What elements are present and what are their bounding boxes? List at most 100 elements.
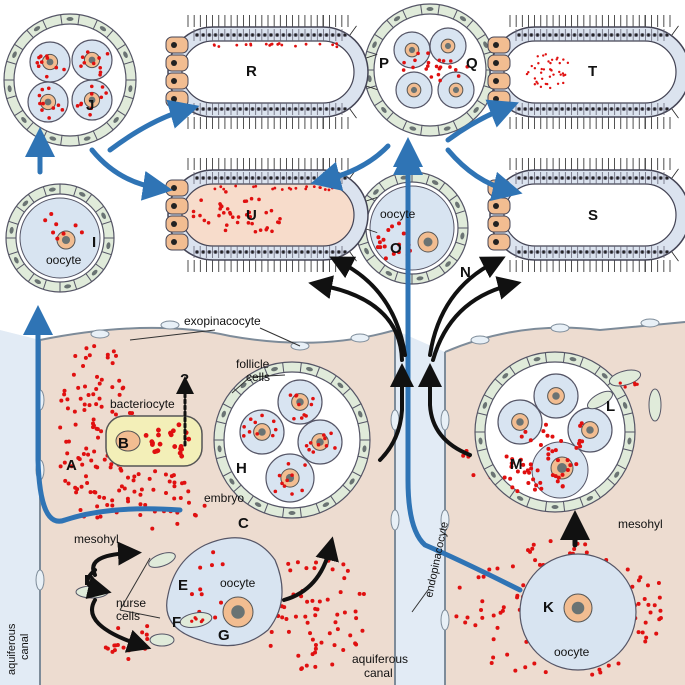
follicle-layer xyxy=(474,351,636,513)
label-aquiferous-left: aquiferous xyxy=(6,623,18,675)
nucleolus xyxy=(586,426,594,434)
cilia xyxy=(187,15,378,129)
label-D: D xyxy=(84,572,95,589)
arrow-to-S2 xyxy=(431,276,522,362)
nucleolus xyxy=(88,96,96,104)
label-M: M xyxy=(510,456,523,473)
label-E: E xyxy=(178,577,188,594)
label-H: H xyxy=(236,460,247,477)
exopinacocyte-cell xyxy=(550,323,570,333)
label-T: T xyxy=(588,63,597,80)
bacteriocyte-B xyxy=(105,415,203,467)
nucleolus xyxy=(258,428,266,436)
bacteria-dots xyxy=(288,393,315,421)
arrow-J-to-U xyxy=(89,147,173,201)
bacteria-dots xyxy=(273,461,307,496)
nucleolus xyxy=(423,237,433,247)
label-bacteriocyte: bacteriocyte xyxy=(110,397,175,411)
nucleolus xyxy=(46,58,54,66)
label-nurse: nurse xyxy=(116,596,146,610)
label-mesohyl-right: mesohyl xyxy=(618,517,663,531)
larvae xyxy=(165,15,685,272)
bacteria-dots xyxy=(191,190,282,234)
exopinacocyte-cell xyxy=(350,333,370,343)
embryo-J xyxy=(3,13,137,147)
embryo-PQ xyxy=(363,3,497,137)
label-J: J xyxy=(86,97,94,114)
nurse-cell xyxy=(149,633,175,647)
exopinacoderm-right xyxy=(444,321,685,353)
embryo-H xyxy=(213,361,371,519)
cilia xyxy=(509,158,679,272)
arrow-D-to-F xyxy=(90,598,152,653)
larva-T xyxy=(487,15,685,129)
larva-R xyxy=(165,15,378,129)
arrow-oocyte-to-embryo xyxy=(282,536,339,602)
bacteria-dots xyxy=(110,469,207,531)
endopinacocyte-cell xyxy=(440,609,450,631)
larva-interior xyxy=(181,183,355,247)
arrow-to-U xyxy=(308,275,404,362)
nucleolus xyxy=(571,601,585,615)
exopinacocyte-cell xyxy=(470,335,490,345)
label-O: O xyxy=(390,240,402,257)
label-embryo: embryo xyxy=(204,491,244,505)
bacteria-dots xyxy=(143,422,192,459)
exopinacocyte-cell xyxy=(160,320,180,330)
label-canal-left: canal xyxy=(19,634,31,660)
cell-groups xyxy=(3,3,662,671)
pointer-lines xyxy=(119,327,429,619)
arrow-K-to-O xyxy=(393,145,523,593)
arrow-D-to-E xyxy=(91,541,142,577)
bacteria-dots xyxy=(58,344,137,520)
label-oocyte-K: oocyte xyxy=(554,645,590,659)
oocyte-O xyxy=(355,171,469,285)
follicle-layer xyxy=(3,13,137,147)
nucleolus xyxy=(557,463,567,473)
label-oocyte-O: oocyte xyxy=(380,207,416,221)
follicle-layer xyxy=(213,361,371,519)
label-P: P xyxy=(379,55,389,72)
nucleolus xyxy=(452,86,460,94)
oocyte-I xyxy=(5,183,115,293)
pinacocyte-cells xyxy=(35,318,660,631)
nucleolus xyxy=(44,98,52,106)
arrow-PQ-to-T xyxy=(445,99,519,143)
epithelial-cells xyxy=(515,172,670,258)
label-S: S xyxy=(588,207,598,224)
bacteria-dots xyxy=(43,211,84,241)
embryo-M xyxy=(474,351,662,513)
label-R: R xyxy=(246,63,257,80)
label-follicle: follicle xyxy=(236,357,270,371)
nucleolus xyxy=(231,605,245,619)
arrow-H-up xyxy=(378,363,414,462)
epithelial-cells xyxy=(515,29,670,115)
aquiferous-canal-left xyxy=(0,330,40,685)
larva-S xyxy=(487,158,685,272)
label-I: I xyxy=(92,234,96,251)
label-L: L xyxy=(606,398,615,415)
label-N: N xyxy=(460,264,471,281)
label-G: G xyxy=(218,627,230,644)
label-A: A xyxy=(66,457,77,474)
migrating-cell-L xyxy=(587,390,613,410)
endopinacocyte-cell xyxy=(390,509,400,531)
nucleolus xyxy=(408,46,416,54)
label-exopinacocyte: exopinacocyte xyxy=(184,314,261,328)
nucleolus xyxy=(410,86,418,94)
bacteria-dots xyxy=(75,84,108,117)
endopinacocyte-cell xyxy=(440,409,450,431)
bacteria-dots xyxy=(304,431,337,454)
exopinacocyte-cell xyxy=(90,329,110,339)
bacteria-dots xyxy=(525,53,570,90)
nucleolus xyxy=(444,42,452,50)
nucleolus xyxy=(552,392,560,400)
migrating-cell-L xyxy=(648,388,662,422)
migrating-cell-L xyxy=(608,369,642,387)
bacteria-dots xyxy=(241,413,278,438)
bacteria-dots xyxy=(502,443,579,494)
label-oocyte-I: oocyte xyxy=(46,253,82,267)
bacteria-dots xyxy=(190,616,205,624)
label-B: B xyxy=(118,435,129,452)
